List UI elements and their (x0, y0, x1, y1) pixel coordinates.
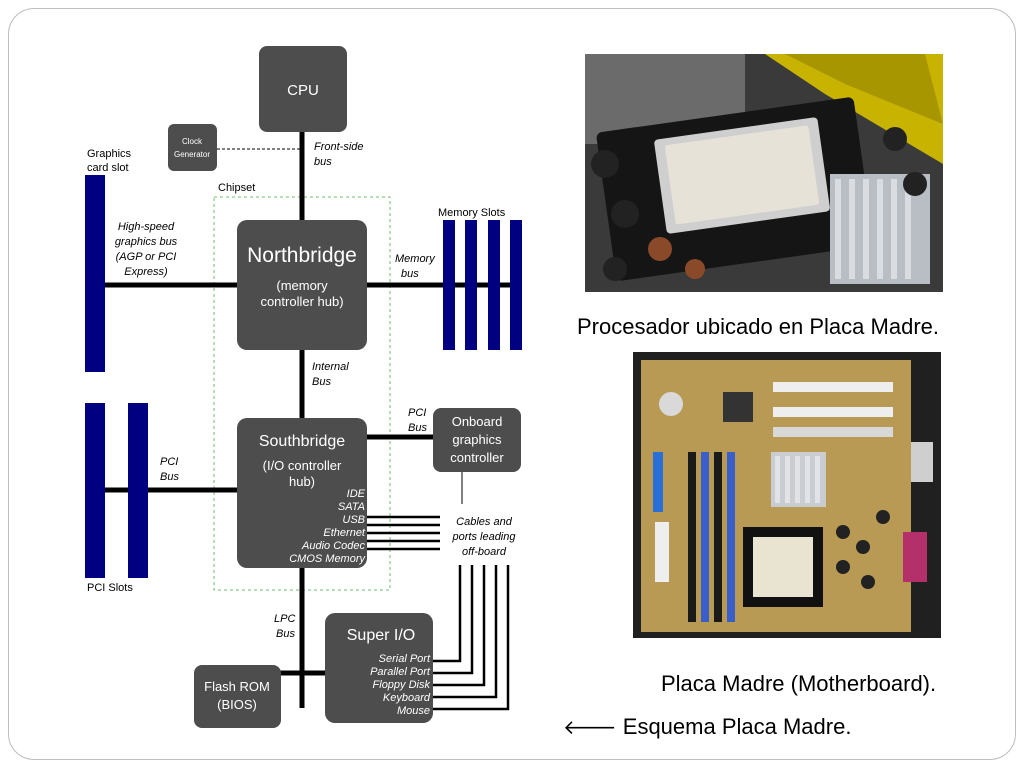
southbridge-sub-1: (I/O controller (263, 458, 342, 473)
svg-text:Express): Express) (124, 266, 168, 278)
front-side-bus-label-1: Front-side (314, 141, 364, 153)
processor-photo-art (585, 54, 943, 292)
flash-rom-1: Flash ROM (204, 679, 270, 694)
port-floppy: Floppy Disk (373, 679, 431, 691)
graphics-slot-label-2: card slot (87, 162, 129, 174)
processor-caption: Procesador ubicado en Placa Madre. (577, 314, 939, 339)
svg-text:off-board: off-board (462, 546, 507, 558)
pci-slots-label: PCI Slots (87, 582, 133, 594)
internal-bus-label-2: Bus (312, 376, 331, 388)
port-keyboard: Keyboard (383, 692, 431, 704)
arrow-left-icon: 🡐 (563, 715, 617, 739)
southbridge-ports: IDE SATA USB Ethernet Audio Codec CMOS M… (289, 488, 366, 565)
super-io-title: Super I/O (347, 627, 415, 644)
pci-bus-left-1: PCI (160, 456, 178, 468)
memory-slots-label: Memory Slots (438, 207, 506, 219)
motherboard-caption: Placa Madre (Motherboard). (661, 671, 937, 696)
svg-text:Cables and: Cables and (456, 516, 513, 528)
pci-bus-right-1: PCI (408, 407, 426, 419)
flash-rom-2: (BIOS) (217, 697, 257, 712)
graphics-slot-label-1: Graphics (87, 148, 132, 160)
svg-text:ports leading: ports leading (452, 531, 517, 543)
processor-photo (585, 54, 943, 292)
motherboard-photo (633, 352, 941, 638)
onboard-graphics-3: controller (450, 450, 504, 465)
pci-slot-2 (128, 403, 148, 578)
internal-bus-label-1: Internal (312, 361, 349, 373)
front-side-bus-label-2: bus (314, 156, 332, 168)
port-cmos-memory: CMOS Memory (289, 553, 366, 565)
schema-caption-text: Esquema Placa Madre. (622, 714, 852, 739)
port-mouse: Mouse (397, 705, 430, 717)
motherboard-photo-art (633, 352, 941, 638)
chipset-label: Chipset (218, 182, 255, 194)
svg-text:(AGP or PCI: (AGP or PCI (116, 251, 177, 263)
super-io-port-wires (430, 565, 510, 711)
memory-slots (443, 220, 522, 350)
svg-text:High-speed: High-speed (118, 221, 175, 233)
cpu-box (259, 46, 347, 132)
pci-bus-right-2: Bus (408, 422, 427, 434)
port-sata: SATA (338, 501, 365, 513)
memory-bus-label-2: bus (401, 268, 419, 280)
port-parallel: Parallel Port (370, 666, 431, 678)
northbridge-title: Northbridge (247, 244, 357, 267)
southbridge-port-wires (366, 515, 440, 551)
flash-rom-box (194, 665, 281, 728)
northbridge-box (237, 220, 367, 350)
southbridge-box (237, 418, 367, 568)
port-serial: Serial Port (379, 653, 431, 665)
graphics-card-slot (85, 175, 105, 372)
clock-label-1: Clock (182, 137, 203, 146)
pci-slot-1 (85, 403, 105, 578)
lpc-bus-label-1: LPC (274, 613, 295, 625)
port-usb: USB (342, 514, 365, 526)
northbridge-sub-1: (memory (276, 278, 328, 293)
pci-bus-left-2: Bus (160, 471, 179, 483)
southbridge-title: Southbridge (259, 433, 345, 450)
cables-label: Cables and ports leading off-board (452, 516, 517, 558)
super-io-box (325, 613, 433, 723)
svg-text:graphics bus: graphics bus (115, 236, 178, 248)
clock-generator-box (168, 124, 217, 171)
lpc-bus-label-2: Bus (276, 628, 295, 640)
onboard-graphics-box (433, 408, 521, 472)
port-ethernet: Ethernet (323, 527, 366, 539)
northbridge-sub-2: controller hub) (260, 294, 343, 309)
southbridge-sub-2: hub) (289, 474, 315, 489)
cpu-label: CPU (287, 82, 319, 99)
onboard-graphics-1: Onboard (452, 414, 503, 429)
high-speed-bus-label: High-speed graphics bus (AGP or PCI Expr… (115, 221, 178, 278)
schema-caption: 🡐 Esquema Placa Madre. (563, 714, 851, 740)
onboard-graphics-2: graphics (452, 432, 502, 447)
motherboard-schematic: CPU Clock Generator Northbridge (memory … (85, 46, 522, 728)
port-audio-codec: Audio Codec (301, 540, 365, 552)
super-io-ports: Serial Port Parallel Port Floppy Disk Ke… (370, 653, 431, 717)
port-ide: IDE (347, 488, 366, 500)
clock-label-2: Generator (174, 150, 210, 159)
memory-bus-label-1: Memory (395, 253, 436, 265)
